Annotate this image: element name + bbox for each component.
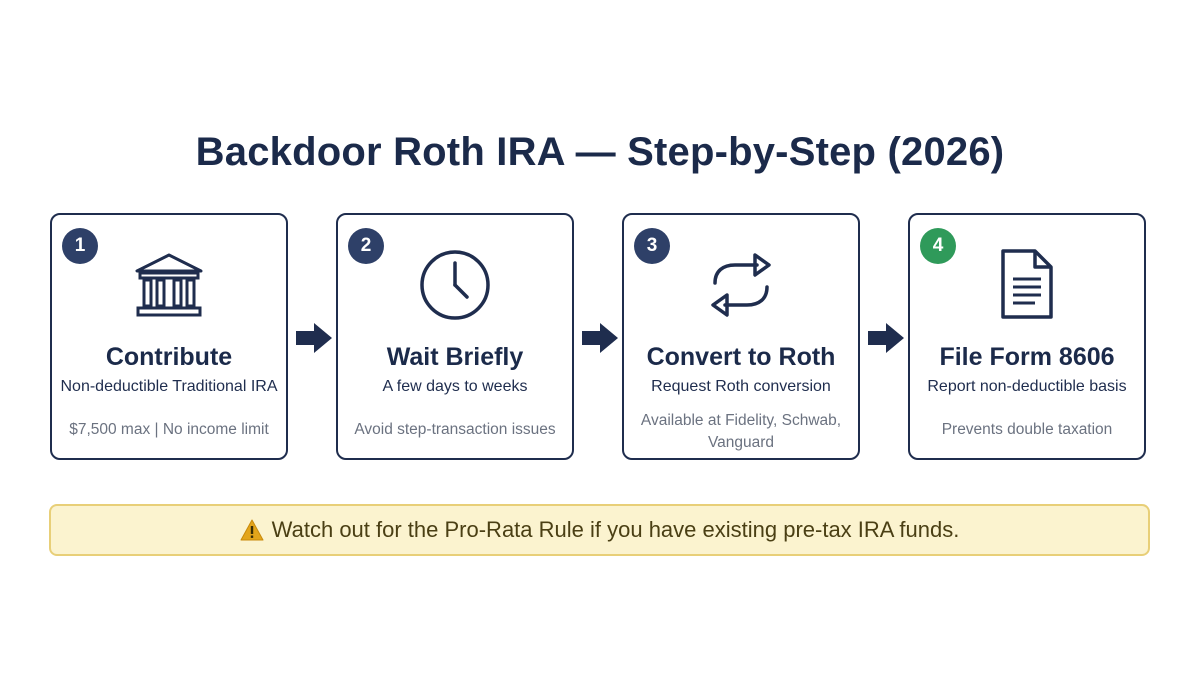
warning-banner: Watch out for the Pro-Rata Rule if you h… bbox=[49, 504, 1150, 556]
step-title: Contribute bbox=[105, 343, 233, 371]
clock-icon bbox=[338, 245, 572, 325]
step-number-badge: 2 bbox=[348, 228, 384, 264]
step-subtitle: A few days to weeks bbox=[382, 378, 528, 395]
step-card-3: 3 Convert to Roth Request Roth conversio… bbox=[622, 213, 860, 460]
step-note: Available at Fidelity, Schwab, Vanguard bbox=[640, 412, 842, 451]
step-subtitle: Report non-deductible basis bbox=[927, 378, 1127, 395]
warning-triangle-icon bbox=[240, 519, 264, 541]
step-card-4: 4 File Form 8606 Report non-deductible b… bbox=[908, 213, 1146, 460]
step-number-badge: 4 bbox=[920, 228, 956, 264]
page-title: Backdoor Roth IRA — Step-by-Step (2026) bbox=[195, 130, 1005, 174]
warning-text: Watch out for the Pro-Rata Rule if you h… bbox=[271, 517, 960, 542]
convert-arrows-icon bbox=[624, 245, 858, 325]
step-title: Wait Briefly bbox=[386, 343, 524, 371]
arrow-right-icon bbox=[868, 323, 904, 353]
arrow-right-icon bbox=[296, 323, 332, 353]
step-title: File Form 8606 bbox=[939, 343, 1115, 371]
step-note: $7,500 max | No income limit bbox=[69, 421, 269, 438]
arrow-right-icon bbox=[582, 323, 618, 353]
step-number-badge: 3 bbox=[634, 228, 670, 264]
bank-building-icon bbox=[52, 245, 286, 325]
step-subtitle: Request Roth conversion bbox=[651, 378, 831, 395]
step-note: Avoid step-transaction issues bbox=[354, 421, 556, 438]
step-subtitle: Non-deductible Traditional IRA bbox=[60, 378, 278, 395]
step-card-2: 2 Wait Briefly A few days to weeks Avoid… bbox=[336, 213, 574, 460]
step-number-badge: 1 bbox=[62, 228, 98, 264]
step-card-1: 1 Contribute Non-deductible Traditional … bbox=[50, 213, 288, 460]
step-note: Prevents double taxation bbox=[941, 421, 1113, 438]
document-icon bbox=[910, 245, 1144, 325]
step-title: Convert to Roth bbox=[646, 343, 836, 371]
